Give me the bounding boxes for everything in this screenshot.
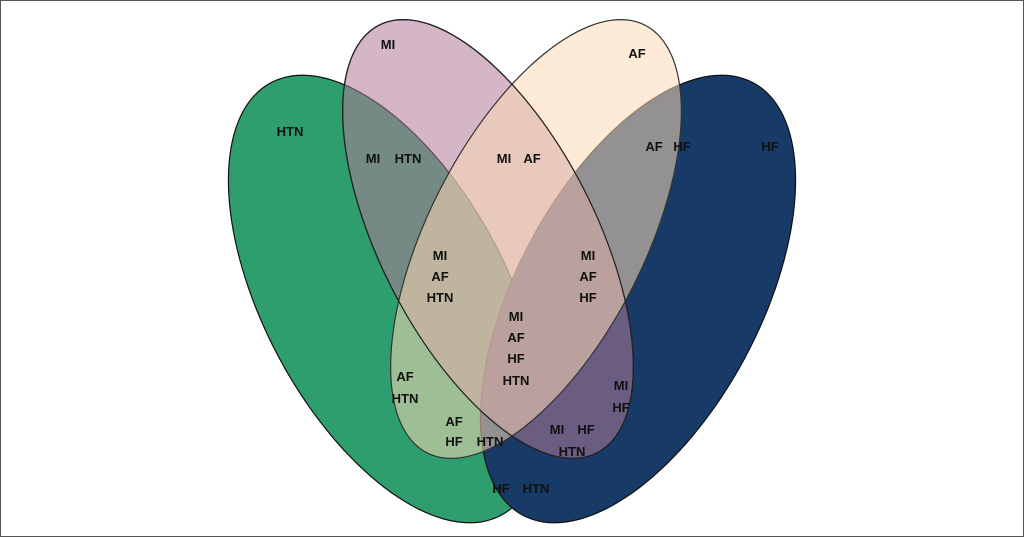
label-af: AF [628, 46, 645, 61]
label-af-hf-htn-2: HF [445, 434, 462, 449]
label-mi-htn-1: MI [366, 151, 380, 166]
label-mi-af-2: AF [523, 151, 540, 166]
label-all-4: HTN [503, 373, 530, 388]
label-mi-af-1: MI [497, 151, 511, 166]
set-af-ellipse [390, 19, 682, 459]
label-mi: MI [381, 37, 395, 52]
label-all-3: HF [507, 351, 524, 366]
label-mi-af-hf-1: MI [581, 248, 595, 263]
label-mi-hf-htn-1: MI [550, 422, 564, 437]
label-mi-af-htn-2: AF [431, 269, 448, 284]
label-af-hf-1: AF [645, 139, 662, 154]
label-mi-hf-1: MI [614, 378, 628, 393]
label-hf-htn-1: HF [492, 481, 509, 496]
label-af-hf-htn-1: AF [445, 414, 462, 429]
label-mi-af-hf-3: HF [579, 290, 596, 305]
label-af-htn-1: AF [396, 369, 413, 384]
label-af-hf-2: HF [673, 139, 690, 154]
label-mi-hf-htn-3: HTN [559, 444, 586, 459]
label-mi-af-hf-2: AF [579, 269, 596, 284]
label-af-htn-2: HTN [392, 391, 419, 406]
label-mi-htn-2: HTN [395, 151, 422, 166]
label-all-2: AF [507, 330, 524, 345]
label-mi-hf-htn-2: HF [577, 422, 594, 437]
label-all-1: MI [509, 309, 523, 324]
label-htn: HTN [277, 124, 304, 139]
label-hf-htn-2: HTN [523, 481, 550, 496]
label-mi-hf-2: HF [612, 400, 629, 415]
label-hf: HF [761, 139, 778, 154]
label-mi-af-htn-3: HTN [427, 290, 454, 305]
label-mi-af-htn-1: MI [433, 248, 447, 263]
label-af-hf-htn-3: HTN [477, 434, 504, 449]
set-mi-outline [342, 19, 634, 459]
